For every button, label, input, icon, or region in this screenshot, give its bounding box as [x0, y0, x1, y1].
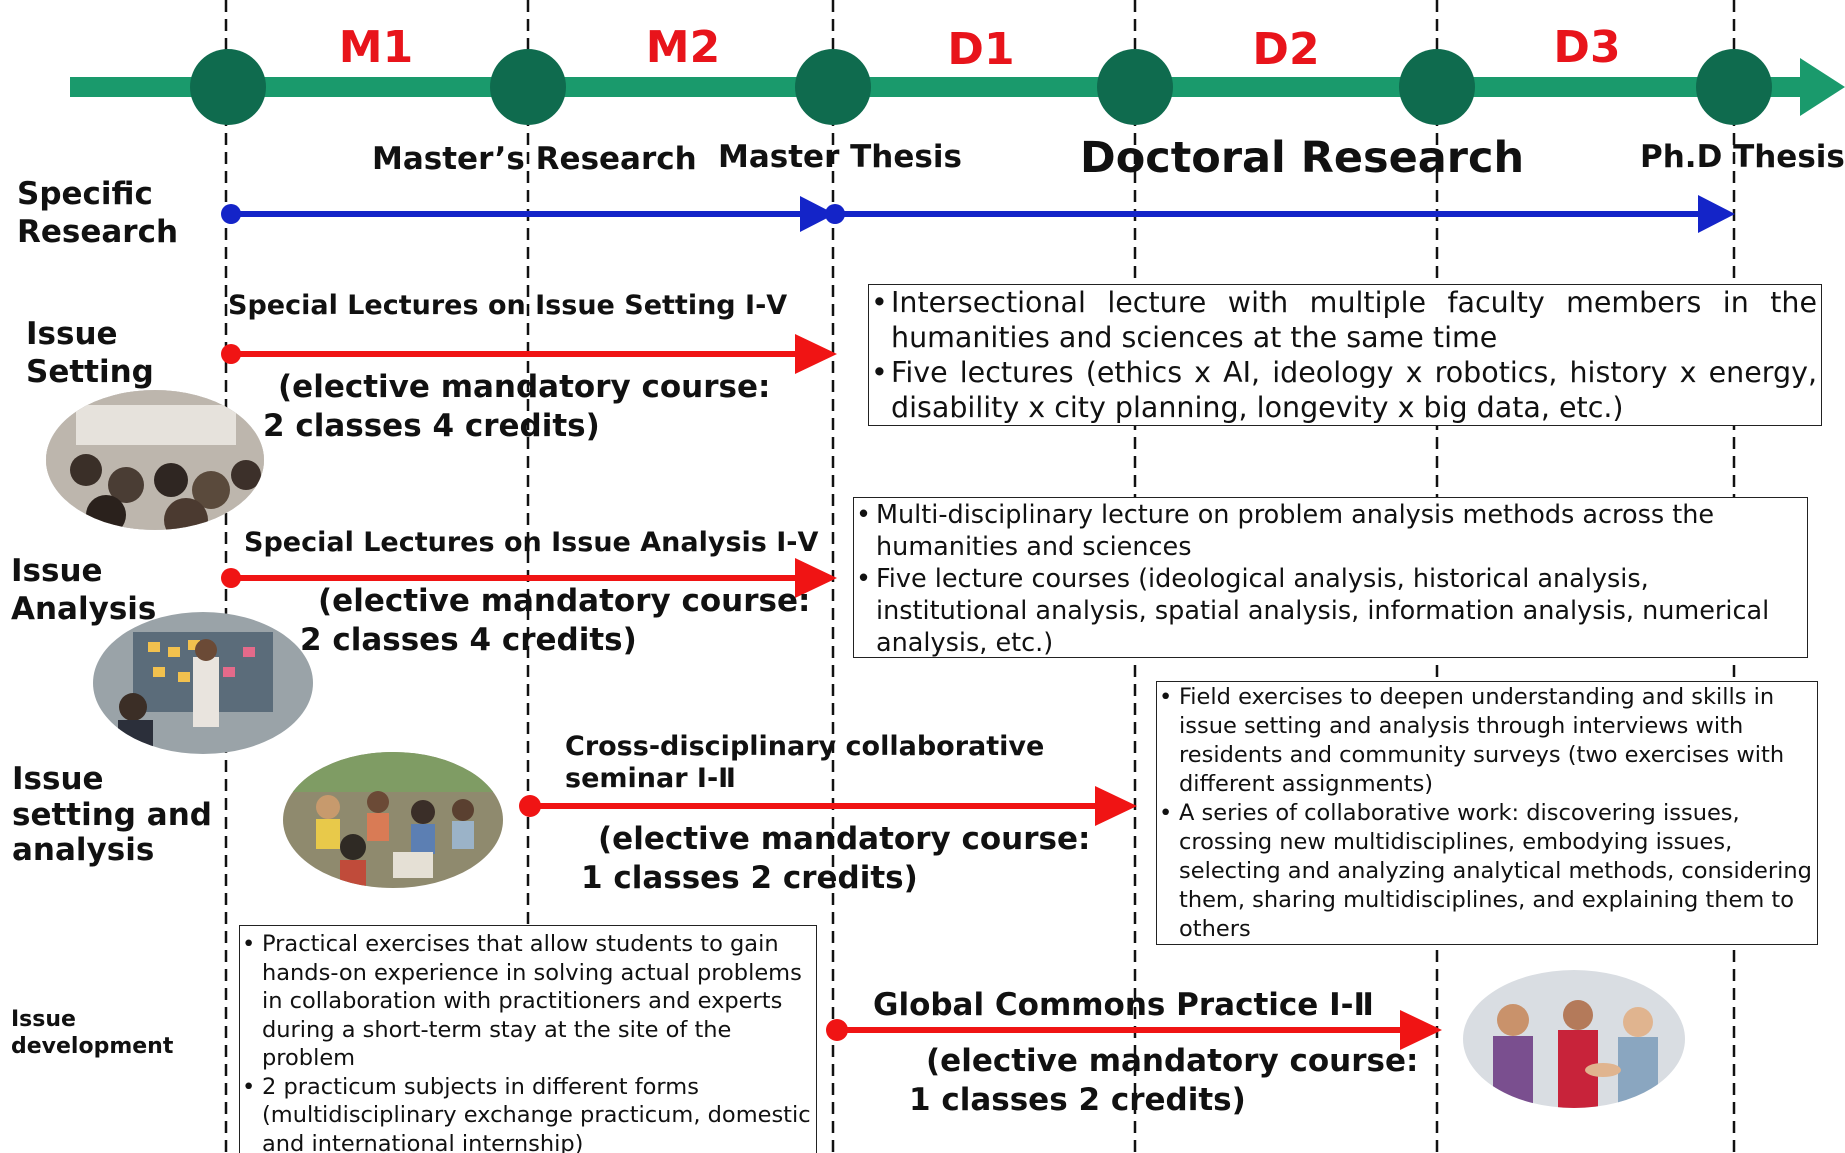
- note-item: Five lecture courses (ideological analys…: [854, 563, 1803, 659]
- note-item: Intersectional lecture with multiple fac…: [869, 285, 1817, 355]
- node-end: [1696, 49, 1772, 125]
- row-label-specific-research: Specific Research: [17, 176, 178, 252]
- setting-arrow-head: [795, 334, 837, 374]
- row-label-line: Research: [17, 213, 179, 250]
- field-survey-illustration: [283, 752, 503, 888]
- course-arrows: [221, 334, 1442, 1050]
- row-label-line: analysis: [12, 832, 155, 869]
- course-type-line: (elective mandatory course:: [278, 369, 771, 405]
- stage-m2: M2: [645, 22, 721, 73]
- note-item: Practical exercises that allow students …: [240, 930, 812, 1073]
- note-item: A series of collaborative work: discover…: [1157, 799, 1813, 944]
- row-label-issue-setting-analysis: Issue setting and analysis: [12, 761, 212, 869]
- milestone-masters-research: Master’s Research: [372, 141, 697, 177]
- course-type-line: 2 classes 4 credits): [263, 407, 600, 444]
- workshop-illustration: [93, 612, 313, 754]
- lecture-hall-photo: [46, 390, 264, 530]
- node-m1: [190, 49, 266, 125]
- issue-setting-course-type: (elective mandatory course: 2 classes 4 …: [263, 368, 771, 446]
- row-label-line: Issue: [12, 761, 104, 797]
- row-label-line: Issue: [26, 316, 118, 352]
- practice-arrow-head: [1400, 1010, 1442, 1050]
- field-survey-photo: [283, 752, 503, 888]
- course-title-line: seminar Ⅰ-Ⅱ: [565, 763, 736, 795]
- research-arrows: [221, 195, 1735, 233]
- analysis-arrow-head: [795, 558, 837, 598]
- row-label-line: Setting: [26, 353, 154, 390]
- issue-analysis-course-title: Special Lectures on Issue Analysis Ⅰ-Ⅴ: [244, 527, 819, 558]
- node-d2: [1097, 49, 1173, 125]
- stage-d1: D1: [947, 24, 1015, 75]
- seminar-course-title: Cross-disciplinary collaborative seminar…: [565, 731, 1044, 796]
- note-item: 2 practicum subjects in different forms …: [240, 1073, 812, 1153]
- issue-setting-notes: Intersectional lecture with multiple fac…: [868, 284, 1822, 426]
- note-item: Field exercises to deepen understanding …: [1157, 683, 1813, 799]
- team-illustration: [1463, 970, 1685, 1108]
- seminar-notes: Field exercises to deepen understanding …: [1156, 681, 1818, 945]
- course-type-line: (elective mandatory course:: [598, 821, 1091, 857]
- stage-m1: M1: [338, 22, 414, 73]
- course-type-line: 2 classes 4 credits): [300, 621, 637, 658]
- milestone-doctoral-research: Doctoral Research: [1080, 133, 1525, 183]
- row-label-line: Specific: [17, 176, 153, 212]
- row-label-line: Issue: [11, 553, 103, 589]
- row-label-line: development: [11, 1033, 174, 1059]
- stage-d3: D3: [1553, 22, 1621, 73]
- timeline-arrowhead: [1800, 58, 1845, 116]
- practice-course-title: Global Commons Practice Ⅰ-Ⅱ: [873, 987, 1374, 1023]
- row-label-line: Issue: [11, 1007, 76, 1032]
- note-item: Multi-disciplinary lecture on problem an…: [854, 499, 1803, 563]
- row-label-issue-setting: Issue Setting: [26, 316, 154, 392]
- course-type-line: 1 classes 2 credits): [581, 859, 918, 896]
- timeline-track: [70, 77, 1805, 97]
- issue-analysis-course-type: (elective mandatory course: 2 classes 4 …: [300, 582, 810, 660]
- course-type-line: (elective mandatory course:: [318, 583, 811, 619]
- issue-setting-course-title: Special Lectures on Issue Setting Ⅰ-Ⅴ: [228, 290, 788, 321]
- course-type-line: 1 classes 2 credits): [909, 1081, 1246, 1118]
- lecture-hall-illustration: [46, 390, 264, 530]
- practice-course-type: (elective mandatory course: 1 classes 2 …: [909, 1042, 1418, 1120]
- node-m2: [490, 49, 566, 125]
- row-label-line: Analysis: [11, 590, 157, 627]
- team-photo: [1463, 970, 1685, 1108]
- milestone-phd-thesis: Ph.D Thesis: [1640, 139, 1845, 175]
- research-doctoral-head: [1698, 195, 1735, 233]
- note-item: Five lectures (ethics x AI, ideology x r…: [869, 355, 1817, 425]
- workshop-photo: [93, 612, 313, 754]
- row-label-issue-development: Issue development: [11, 1007, 173, 1061]
- milestone-master-thesis: Master Thesis: [718, 139, 962, 175]
- node-d1: [795, 49, 871, 125]
- practice-notes: Practical exercises that allow students …: [239, 925, 817, 1153]
- node-d3: [1399, 49, 1475, 125]
- research-master-head: [800, 196, 835, 232]
- row-label-line: setting and: [12, 796, 212, 833]
- issue-analysis-notes: Multi-disciplinary lecture on problem an…: [853, 497, 1808, 658]
- course-type-line: (elective mandatory course:: [926, 1043, 1419, 1079]
- row-label-issue-analysis: Issue Analysis: [11, 553, 156, 629]
- seminar-course-type: (elective mandatory course: 1 classes 2 …: [581, 820, 1090, 898]
- seminar-arrow-head: [1095, 786, 1137, 826]
- course-title-line: Cross-disciplinary collaborative: [565, 731, 1045, 762]
- stage-d2: D2: [1252, 24, 1320, 75]
- timeline-nodes: [190, 49, 1772, 125]
